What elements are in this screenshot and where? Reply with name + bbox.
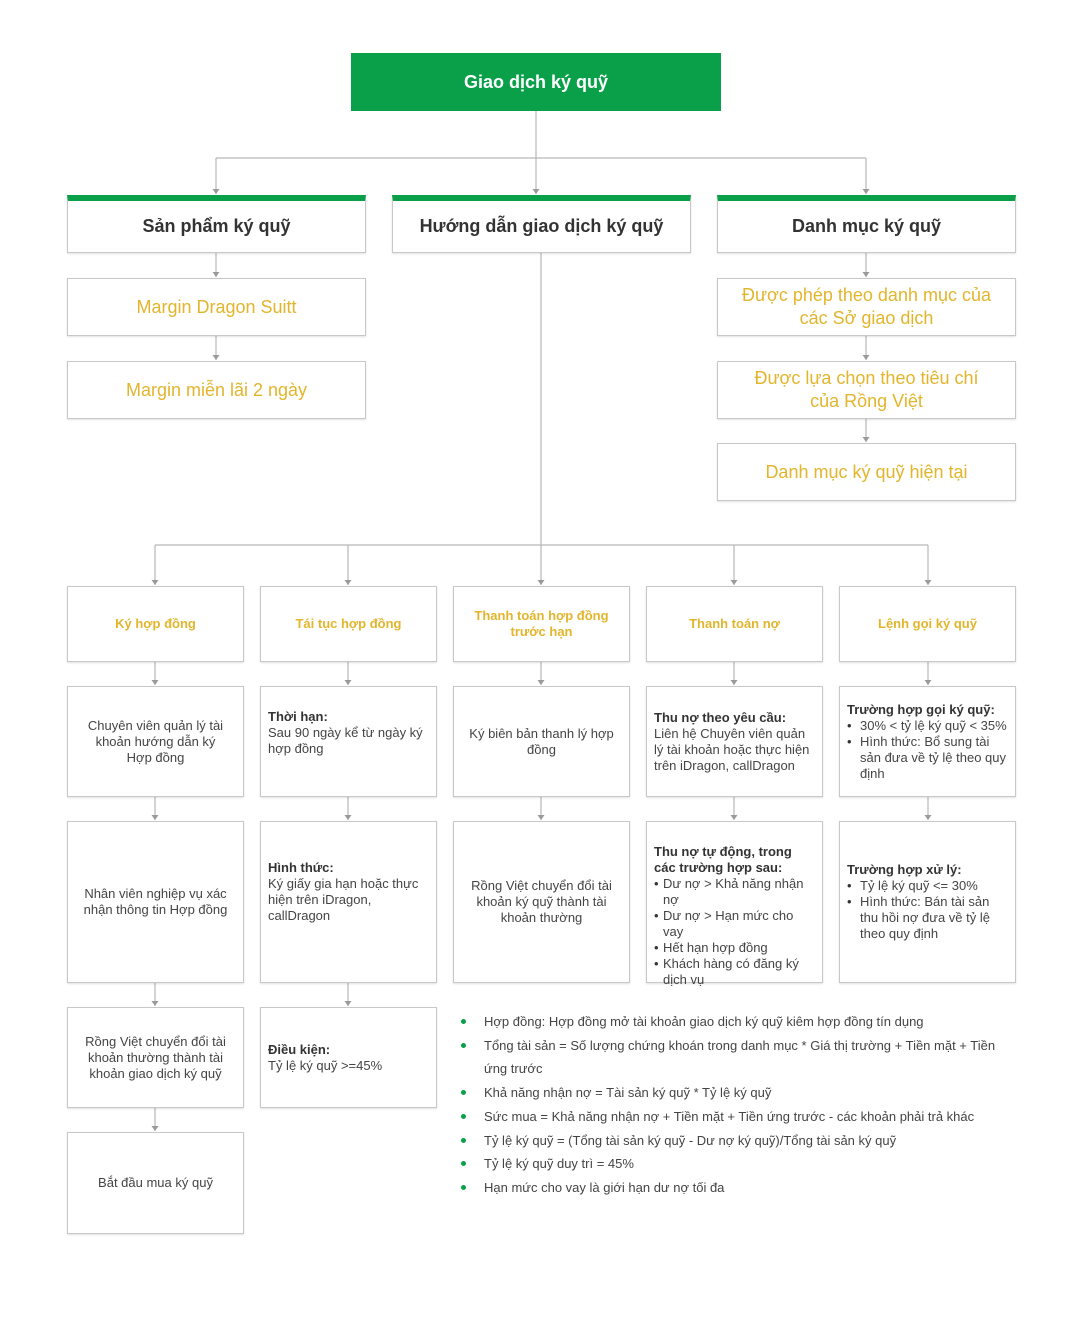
note-item: Sức mua = Khả năng nhận nợ + Tiền mặt + …	[460, 1105, 1020, 1129]
root-node: Giao dịch ký quỹ	[351, 53, 721, 111]
renew-term-title: Thời hạn:	[268, 709, 328, 724]
early-account-conversion: Rồng Việt chuyển đổi tài khoản ký quỹ th…	[453, 821, 630, 983]
note-item: Tỷ lệ ký quỹ = (Tổng tài sản ký quỹ - Dư…	[460, 1129, 1020, 1153]
connector-arrow	[212, 189, 220, 194]
step-sign-contract: Ký hợp đồng	[67, 586, 244, 662]
connector-arrow	[212, 355, 220, 360]
renew-term: Thời hạn: Sau 90 ngày kể từ ngày ký hợp …	[260, 686, 437, 797]
sign-step-start-buying: Bắt đầu mua ký quỹ	[67, 1132, 244, 1234]
step-debt-payment: Thanh toán nợ	[646, 586, 823, 662]
list-item: Hết hạn hợp đồng	[654, 940, 816, 956]
connector-arrow	[532, 189, 540, 194]
debt-automatic: Thu nợ tự động, trong các trường hợp sau…	[646, 821, 823, 987]
sign-step-guidance: Chuyên viên quản lý tài khoản hướng dẫn …	[67, 686, 244, 797]
renew-method: Hình thức: Ký giấy gia hạn hoặc thực hiệ…	[260, 821, 437, 983]
connector-arrow	[151, 580, 159, 585]
list-item: Dư nợ > Hạn mức cho vay	[654, 908, 816, 940]
connector-arrow	[151, 680, 159, 685]
note-item: Tổng tài sản = Số lượng chứng khoán tron…	[460, 1034, 1020, 1081]
debt-on-request: Thu nợ theo yêu cầu: Liên hệ Chuyên viên…	[646, 686, 823, 797]
margin-call-handling-title: Trường hợp xử lý:	[847, 862, 962, 877]
renew-condition-text: Tỷ lệ ký quỹ >=45%	[268, 1057, 383, 1073]
connector-arrow	[537, 580, 545, 585]
note-item: Tỷ lệ ký quỹ duy trì = 45%	[460, 1152, 1020, 1176]
portfolio-rong-viet-criteria: Được lựa chọn theo tiêu chí của Rồng Việ…	[717, 361, 1016, 419]
connector-arrow	[344, 580, 352, 585]
connector-arrow	[730, 680, 738, 685]
portfolio-exchange-allowed: Được phép theo danh mục của các Sở giao …	[717, 278, 1016, 336]
connector-arrow	[862, 189, 870, 194]
connector-arrow	[151, 1126, 159, 1131]
early-liquidation-record: Ký biên bản thanh lý hợp đồng	[453, 686, 630, 797]
connector-arrow	[344, 815, 352, 820]
renew-method-title: Hình thức:	[268, 860, 334, 875]
sign-step-account-conversion: Rồng Việt chuyển đổi tài khoản thường th…	[67, 1007, 244, 1108]
margin-call-case-title: Trường hợp gọi ký quỹ:	[847, 701, 995, 717]
renew-method-text: Ký giấy gia hạn hoặc thực hiện trên iDra…	[268, 876, 419, 923]
connector-arrow	[537, 680, 545, 685]
connector-arrow	[862, 437, 870, 442]
list-item: Hình thức: Bán tài sản thu hồi nợ đưa về…	[847, 894, 1009, 942]
list-item: 30% < tỷ lệ ký quỹ < 35%	[847, 718, 1009, 734]
category-trading-guide: Hướng dẫn giao dịch ký quỹ	[392, 195, 691, 253]
note-item: Hạn mức cho vay là giới hạn dư nợ tối đa	[460, 1176, 1020, 1200]
sign-step-verification: Nhân viên nghiệp vụ xác nhận thông tin H…	[67, 821, 244, 983]
list-item: Dư nợ > Khả năng nhận nợ	[654, 876, 816, 908]
renew-term-text: Sau 90 ngày kể từ ngày ký hợp đồng	[268, 725, 423, 756]
step-margin-call: Lệnh gọi ký quỹ	[839, 586, 1016, 662]
connector-arrow	[862, 355, 870, 360]
portfolio-current: Danh mục ký quỹ hiện tại	[717, 443, 1016, 501]
step-renew-contract: Tái tục hợp đồng	[260, 586, 437, 662]
connector-arrow	[151, 815, 159, 820]
debt-automatic-list: Dư nợ > Khả năng nhận nợ Dư nợ > Hạn mức…	[654, 876, 816, 988]
category-products: Sản phẩm ký quỹ	[67, 195, 366, 253]
margin-call-handling: Trường hợp xử lý: Tỷ lệ ký quỹ <= 30% Hì…	[839, 821, 1016, 983]
debt-on-request-text: Liên hệ Chuyên viên quản lý tài khoản ho…	[654, 725, 810, 773]
margin-call-handling-list: Tỷ lệ ký quỹ <= 30% Hình thức: Bán tài s…	[847, 878, 1009, 942]
list-item: Tỷ lệ ký quỹ <= 30%	[847, 878, 1009, 894]
connector-arrow	[151, 1001, 159, 1006]
product-margin-dragon-suitt: Margin Dragon Suitt	[67, 278, 366, 336]
connector-arrow	[924, 680, 932, 685]
connector-arrow	[344, 680, 352, 685]
connector-arrow	[924, 815, 932, 820]
debt-automatic-title: Thu nợ tự động, trong các trường hợp sau…	[654, 844, 792, 875]
list-item: Khách hàng có đăng ký dịch vụ	[654, 956, 816, 988]
connector-arrow	[212, 272, 220, 277]
product-margin-interest-free: Margin miễn lãi 2 ngày	[67, 361, 366, 419]
note-item: Khả năng nhận nợ = Tài sản ký quỹ * Tỷ l…	[460, 1081, 1020, 1105]
notes-list: Hợp đồng: Hợp đồng mở tài khoản giao dịc…	[460, 1010, 1020, 1200]
debt-on-request-title: Thu nợ theo yêu cầu:	[654, 709, 787, 725]
list-item: Hình thức: Bổ sung tài sản đưa về tỷ lệ …	[847, 734, 1009, 782]
step-early-settlement: Thanh toán hợp đồng trước hạn	[453, 586, 630, 662]
connector-arrow	[344, 1001, 352, 1006]
margin-call-case-list: 30% < tỷ lệ ký quỹ < 35% Hình thức: Bổ s…	[847, 718, 1009, 782]
connector-arrow	[537, 815, 545, 820]
connector-arrow	[730, 815, 738, 820]
note-item: Hợp đồng: Hợp đồng mở tài khoản giao dịc…	[460, 1010, 1020, 1034]
connector-arrow	[862, 272, 870, 277]
connector-arrow	[924, 580, 932, 585]
margin-call-case: Trường hợp gọi ký quỹ: 30% < tỷ lệ ký qu…	[839, 686, 1016, 797]
category-portfolio: Danh mục ký quỹ	[717, 195, 1016, 253]
renew-condition: Điều kiện: Tỷ lệ ký quỹ >=45%	[260, 1007, 437, 1108]
connector-arrow	[730, 580, 738, 585]
renew-condition-title: Điều kiện:	[268, 1041, 331, 1057]
